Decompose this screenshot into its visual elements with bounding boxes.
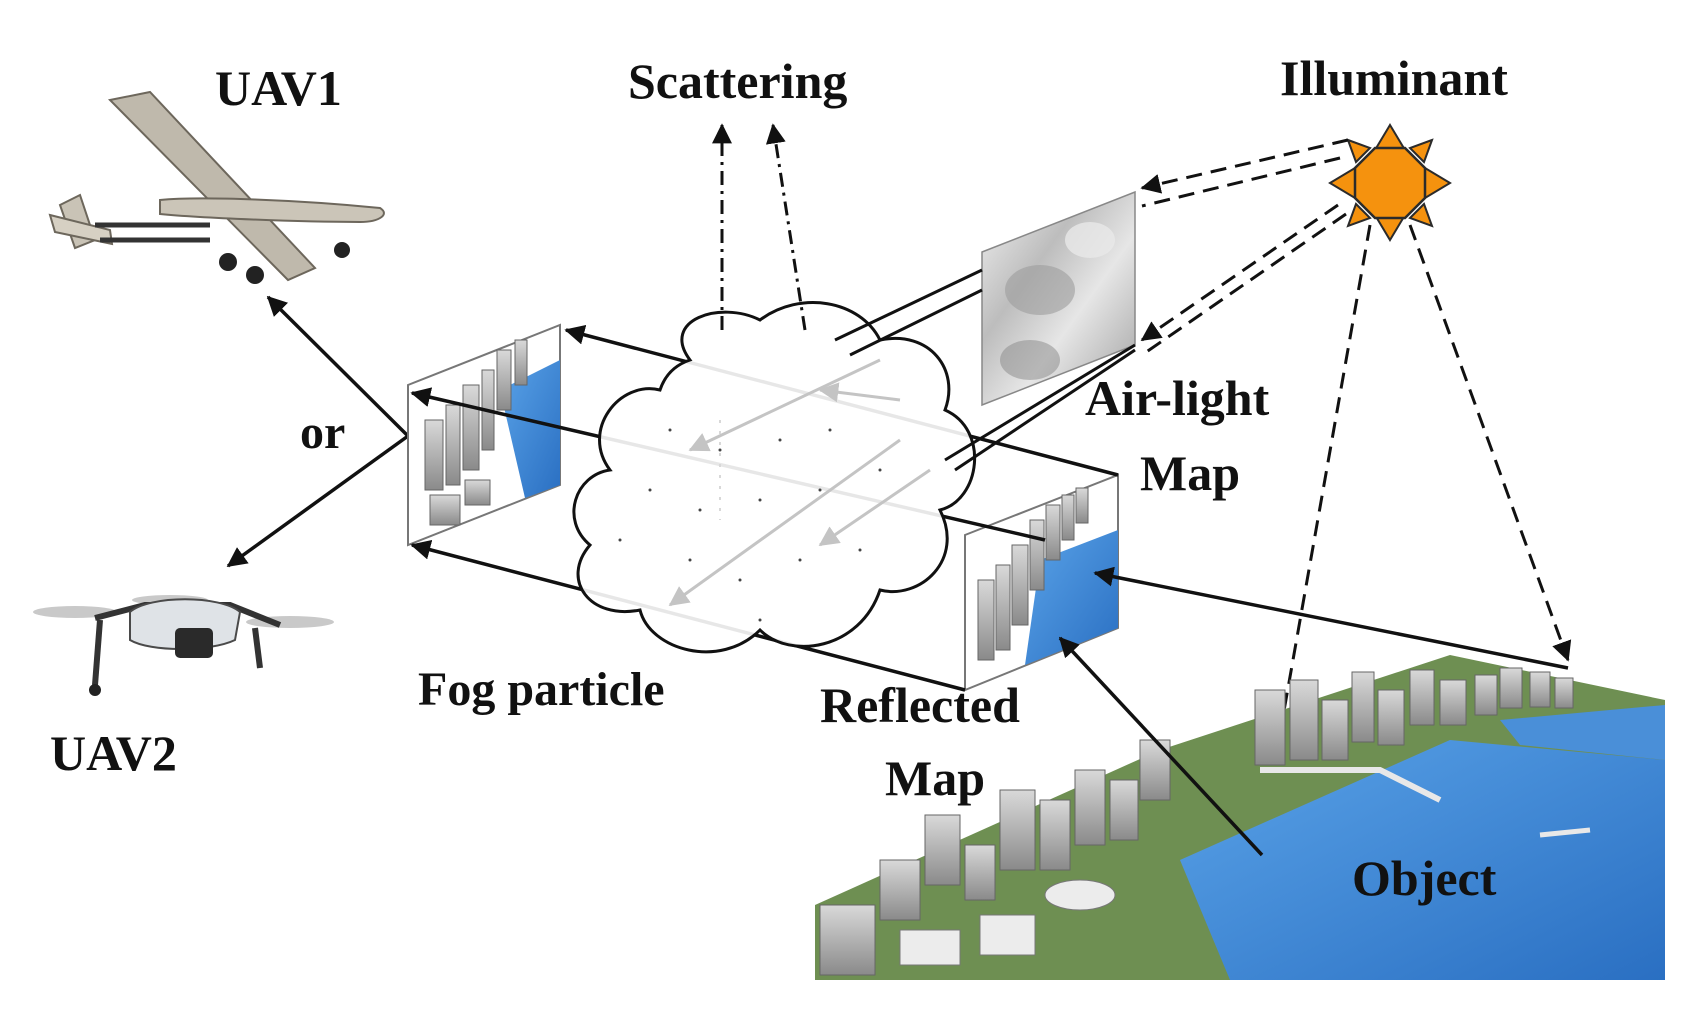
airlight-map-panel — [981, 190, 1136, 407]
scattering-arrow-right — [765, 123, 807, 331]
airlight-label-line1: Air-light — [1085, 370, 1270, 426]
reflected-label-line2: Map — [885, 750, 985, 806]
airlight-label-line2: Map — [1140, 445, 1240, 501]
fixed-wing-uav-icon — [48, 90, 385, 284]
scattering-label: Scattering — [628, 53, 847, 109]
airlight-ray-2 — [849, 288, 983, 357]
arrow-object-to-reflected-left — [1058, 636, 1264, 857]
arrow-to-uav1 — [266, 295, 410, 438]
received-image-panel — [407, 323, 561, 547]
illum-arrow-object-left — [1255, 224, 1372, 837]
illum-arrow-airlight-bottom — [1140, 203, 1339, 342]
airlight-ray-1 — [834, 268, 983, 342]
illum-arrow-airlight-top — [1140, 138, 1349, 194]
uav1-label: UAV1 — [215, 60, 342, 116]
sun-icon — [1328, 123, 1452, 242]
airlight-ray-4 — [954, 348, 1136, 472]
illuminant-label: Illuminant — [1280, 50, 1508, 106]
object-label: Object — [1352, 850, 1497, 906]
arrow-object-to-reflected-right — [1093, 566, 1569, 670]
fog-cloud-icon — [572, 301, 977, 654]
quadcopter-uav-icon — [33, 595, 334, 696]
arrow-to-uav2 — [226, 434, 410, 568]
fog-particle-label: Fog particle — [418, 663, 665, 716]
or-label: or — [300, 406, 345, 459]
illum-line-airlight-top2 — [1141, 156, 1341, 208]
city-icon — [815, 655, 1665, 980]
reflected-label-line1: Reflected — [820, 677, 1020, 733]
airlight-ray-3 — [944, 343, 1136, 462]
reflected-map-panel — [964, 473, 1119, 692]
illum-line-airlight-bottom2 — [1141, 212, 1347, 357]
uav2-label: UAV2 — [50, 725, 177, 781]
illum-arrow-object-right — [1408, 224, 1572, 662]
